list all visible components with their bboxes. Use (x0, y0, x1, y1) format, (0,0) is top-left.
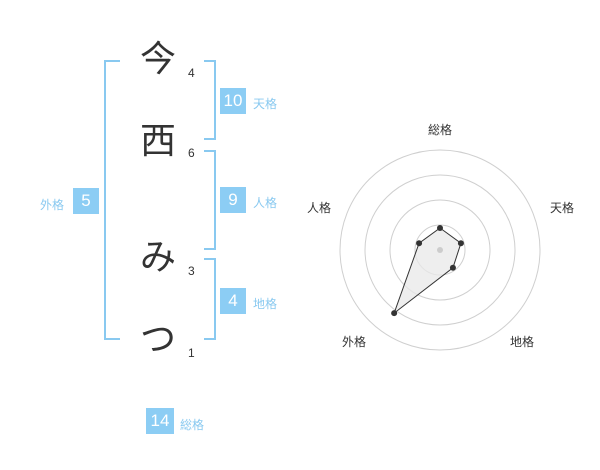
radar-point (391, 310, 398, 317)
soukaku-label: 総格 (180, 418, 205, 432)
stroke-count-1: 4 (188, 66, 195, 80)
radar-point (416, 240, 423, 247)
radar-ring (389, 199, 491, 301)
stroke-count-2: 6 (188, 146, 195, 160)
tenkaku-label: 天格 (253, 97, 278, 111)
gaikaku-bracket (104, 60, 120, 340)
stroke-count-4: 1 (188, 346, 195, 360)
radar-points (391, 225, 464, 317)
radar-center (437, 247, 443, 253)
radar-point (449, 264, 456, 271)
jinkaku-bracket (204, 150, 216, 250)
gaikaku-value: 5 (73, 188, 99, 214)
fortune-radar-chart: 総格 天格 地格 外格 人格 (307, 122, 574, 351)
soukaku-value: 14 (146, 408, 174, 434)
chikaku-value: 4 (220, 288, 246, 314)
axis-label-soukaku: 総格 (428, 122, 452, 137)
radar-ring (364, 174, 516, 326)
radar-area (393, 227, 462, 315)
tenkaku-value: 10 (220, 88, 246, 114)
radar-point (457, 240, 464, 247)
chikaku-label: 地格 (253, 297, 278, 311)
jinkaku-value: 9 (220, 187, 246, 213)
stroke-count-3: 3 (188, 264, 195, 278)
jinkaku-label: 人格 (253, 196, 278, 210)
gaikaku-label: 外格 (40, 198, 65, 212)
axis-label-gaikaku: 外格 (342, 334, 366, 349)
name-char-2: 西 (140, 121, 177, 162)
axis-label-tenkaku: 天格 (550, 200, 574, 215)
axis-label-chikaku: 地格 (510, 334, 534, 349)
chikaku-bracket (204, 258, 216, 340)
axis-label-jinkaku: 人格 (307, 200, 331, 215)
radar-ring (339, 149, 541, 351)
radar-point (437, 225, 443, 231)
name-char-1: 今 (140, 39, 177, 80)
tenkaku-bracket (204, 60, 216, 140)
name-char-4: つ (140, 319, 177, 360)
name-char-3: み (140, 237, 177, 278)
